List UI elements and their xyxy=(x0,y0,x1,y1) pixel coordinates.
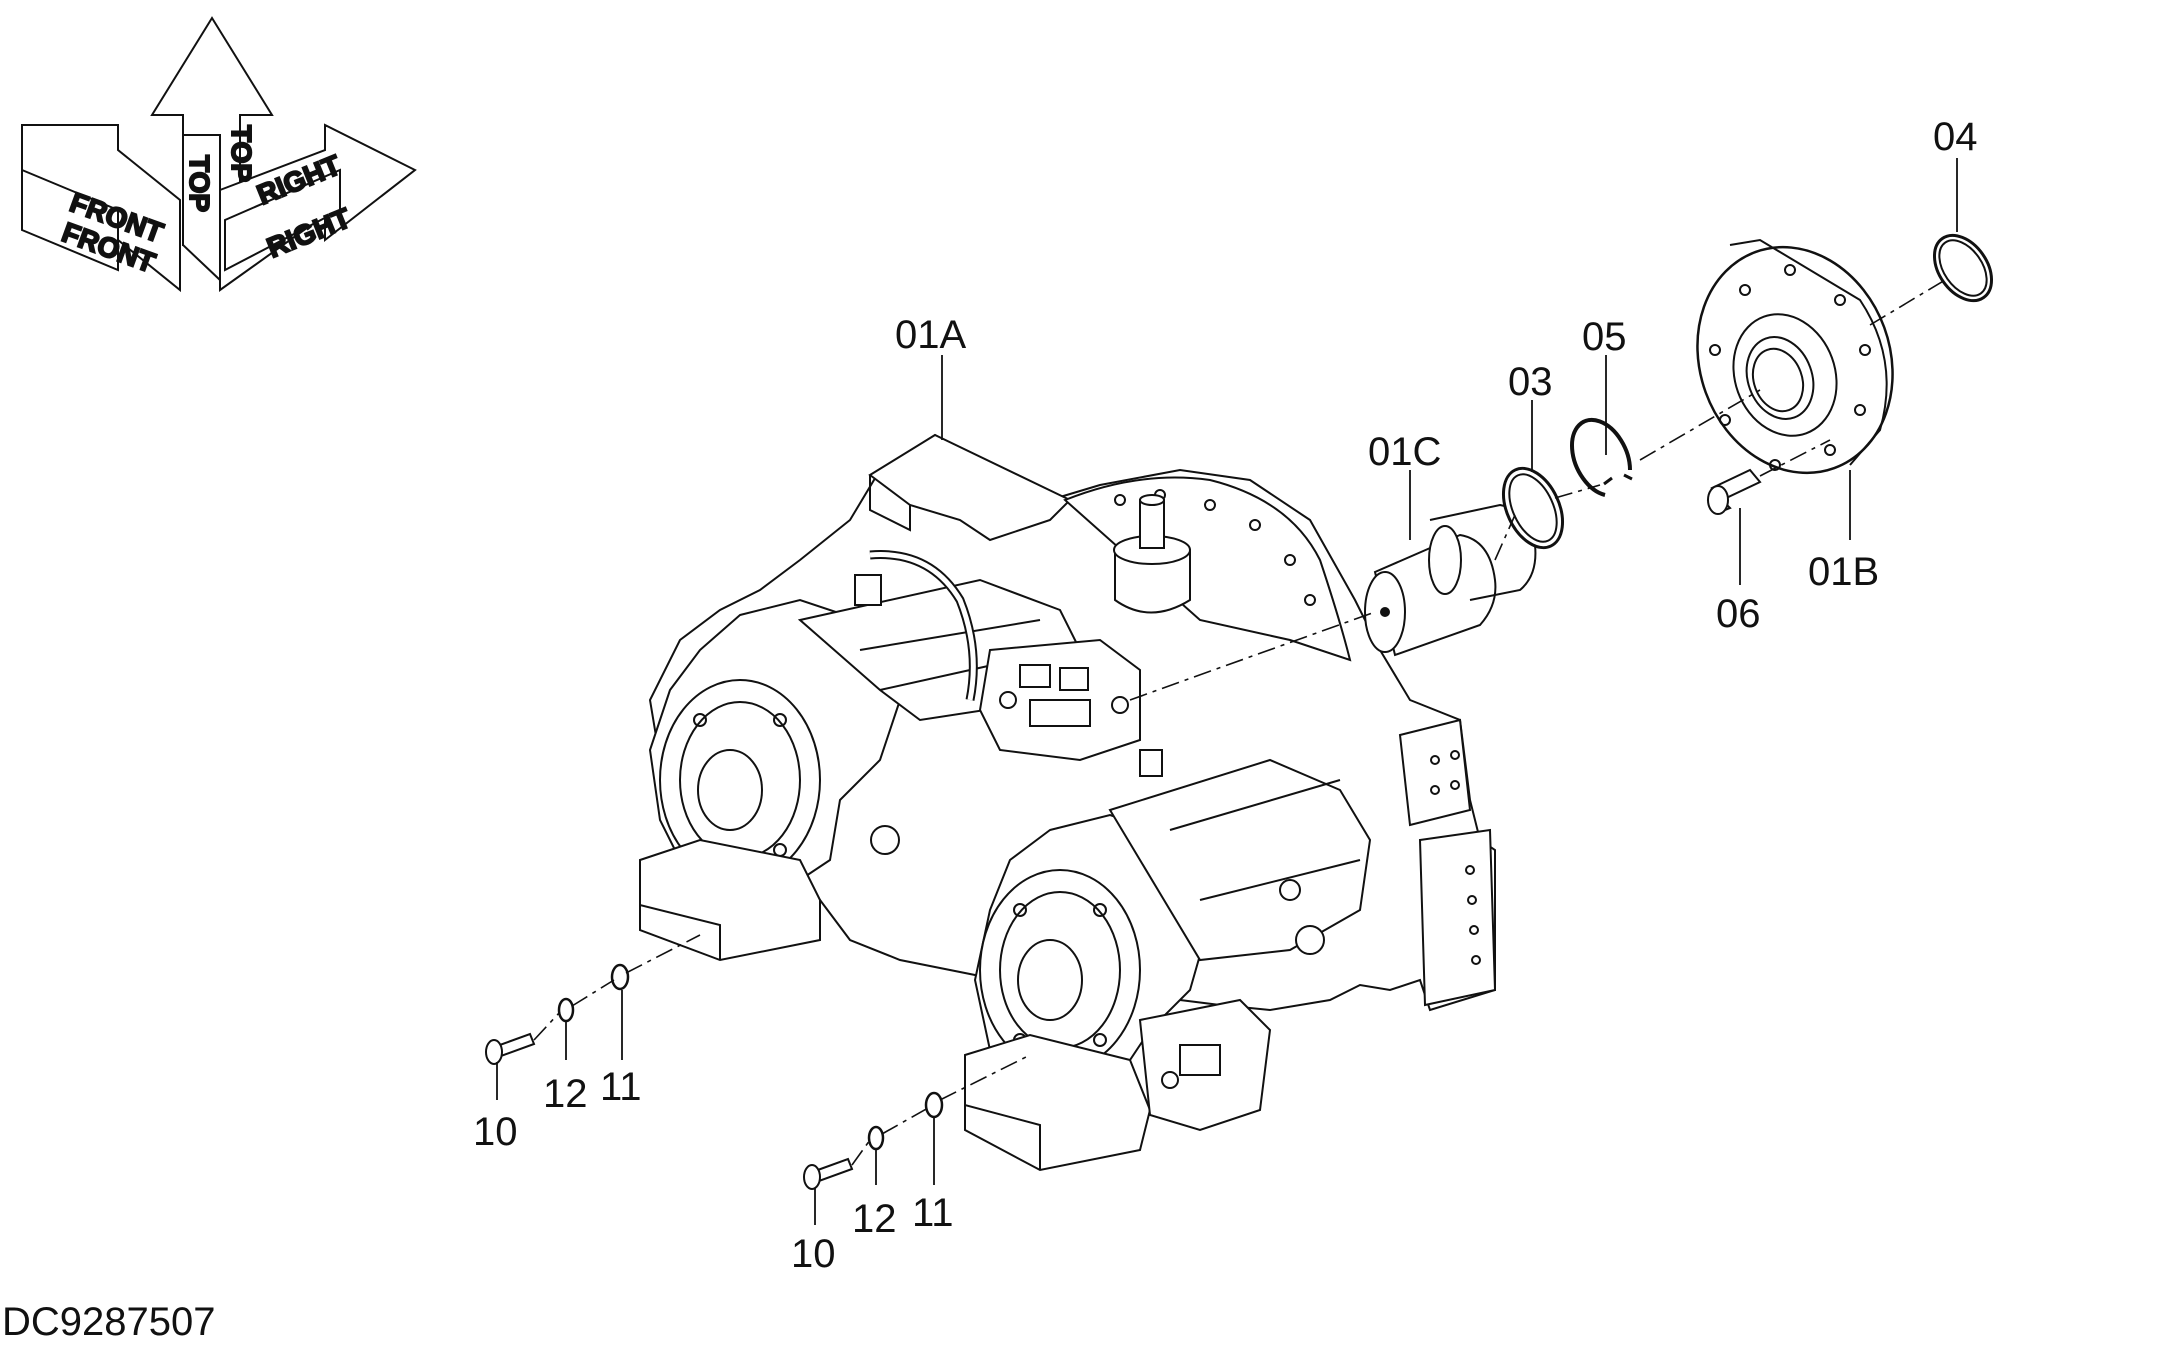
callout-01A: 01A xyxy=(895,313,966,357)
callout-04: 04 xyxy=(1933,115,1978,159)
callout-11-lower: 11 xyxy=(912,1191,954,1235)
part-01B-flange xyxy=(1696,238,1894,475)
document-id: DC9287507 xyxy=(2,1300,216,1344)
callout-12-upper: 12 xyxy=(543,1072,588,1116)
fastener-set-upper xyxy=(485,963,630,1065)
orient-label-top-1: TOP xyxy=(184,155,215,212)
transmission-assembly xyxy=(639,433,1497,1172)
callout-10-lower: 10 xyxy=(791,1232,836,1276)
part-04-o-ring xyxy=(1932,233,1994,303)
callout-10-upper: 10 xyxy=(473,1110,518,1154)
callout-11-upper: 11 xyxy=(600,1065,642,1109)
fastener-set-lower xyxy=(803,1091,944,1190)
callout-01C: 01C xyxy=(1368,430,1441,474)
callout-06: 06 xyxy=(1716,592,1761,636)
callout-labels: 01A 01C 03 05 04 01B 06 10 12 11 10 12 1… xyxy=(2,115,1978,1344)
callout-01B: 01B xyxy=(1808,550,1879,594)
part-06-bolt xyxy=(1706,468,1762,515)
assembly-center-lines xyxy=(533,279,1946,1166)
part-03-o-ring xyxy=(1501,466,1565,550)
callout-05: 05 xyxy=(1582,315,1627,359)
callout-03: 03 xyxy=(1508,360,1553,404)
part-05-snap-ring xyxy=(1570,417,1633,497)
orient-label-top-2: TOP xyxy=(226,125,257,182)
orientation-indicator: FRONT FRONT TOP TOP RIGHT RIGHT xyxy=(21,16,417,293)
callout-12-lower: 12 xyxy=(852,1197,897,1241)
leader-lines xyxy=(496,158,1958,1225)
